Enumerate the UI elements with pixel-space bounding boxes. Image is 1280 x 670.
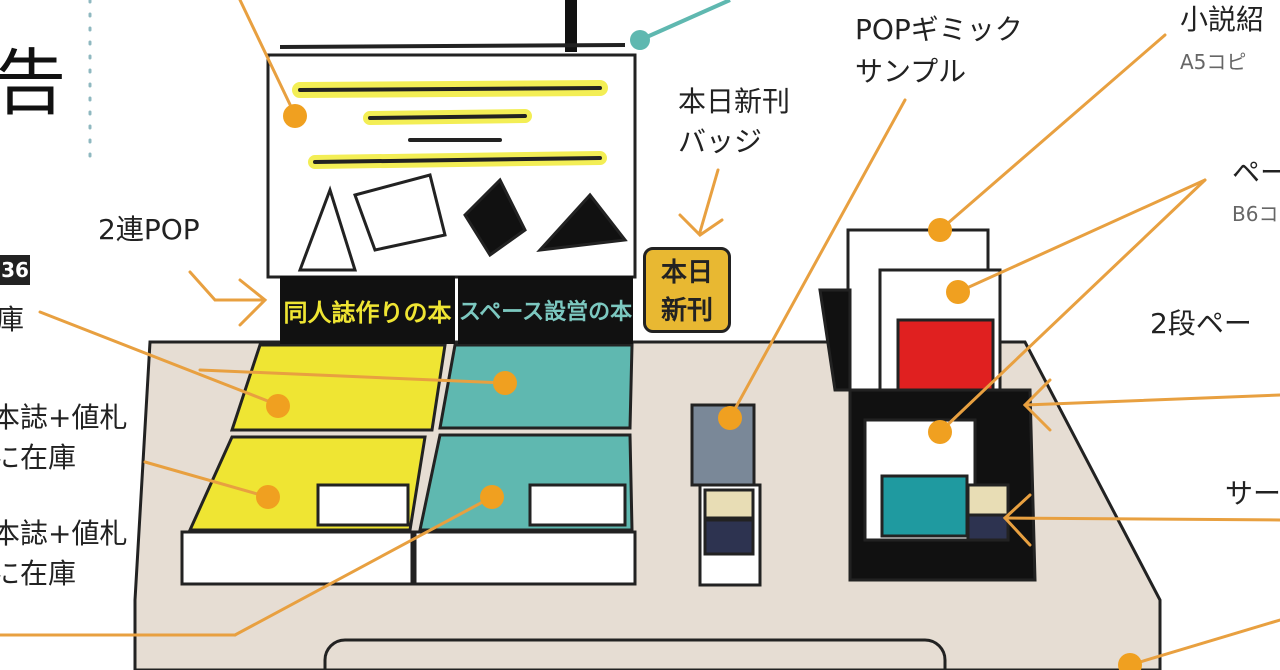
poster-highlights <box>292 80 608 169</box>
new-badge-line2: 新刊 <box>660 296 713 326</box>
label-left-2a: 本誌+値札 <box>0 517 128 550</box>
label-left-1b: に在庫 <box>0 441 77 474</box>
label-page: ペー <box>1232 156 1280 189</box>
label-page-sub: B6コ <box>1232 202 1279 226</box>
display-box <box>818 228 1037 582</box>
teal-dot <box>630 30 650 50</box>
orange-dots <box>256 104 1142 670</box>
label-left-2b: に在庫 <box>0 557 77 590</box>
label-new-badge-2: バッジ <box>678 125 763 158</box>
heading-fragment: 告 <box>0 41 67 125</box>
label-left-1a: 本誌+値札 <box>0 401 128 434</box>
label-pop-gimmick-2: サンプル <box>855 55 967 88</box>
label-double-pop: 2連POP <box>98 213 200 246</box>
label-new-badge-1: 本日新刊 <box>678 85 791 118</box>
teal-leader <box>639 0 731 42</box>
label-two-tier: 2段ペー <box>1150 307 1252 340</box>
label-novel-intro: 小説紹 <box>1180 3 1265 36</box>
poster-characters <box>297 173 628 272</box>
new-badge-line1: 本日 <box>660 258 713 288</box>
table-slot <box>323 638 947 670</box>
label-service: サー <box>1225 477 1280 510</box>
sign-doujin-making: 同人誌作りの本 <box>280 276 455 344</box>
pole <box>565 0 577 52</box>
pop-gimmick-stand <box>690 403 762 587</box>
new-release-badge: 本日 新刊 <box>643 247 731 333</box>
sign-space-setup: スペース設営の本 <box>458 276 633 344</box>
label-left-stock: 庫 <box>0 303 25 336</box>
page-badge: 36 <box>0 255 30 285</box>
yellow-books <box>180 343 447 586</box>
label-novel-intro-sub: A5コピ <box>1180 50 1247 74</box>
label-pop-gimmick-1: POPギミック <box>855 13 1023 46</box>
rod <box>279 43 626 49</box>
